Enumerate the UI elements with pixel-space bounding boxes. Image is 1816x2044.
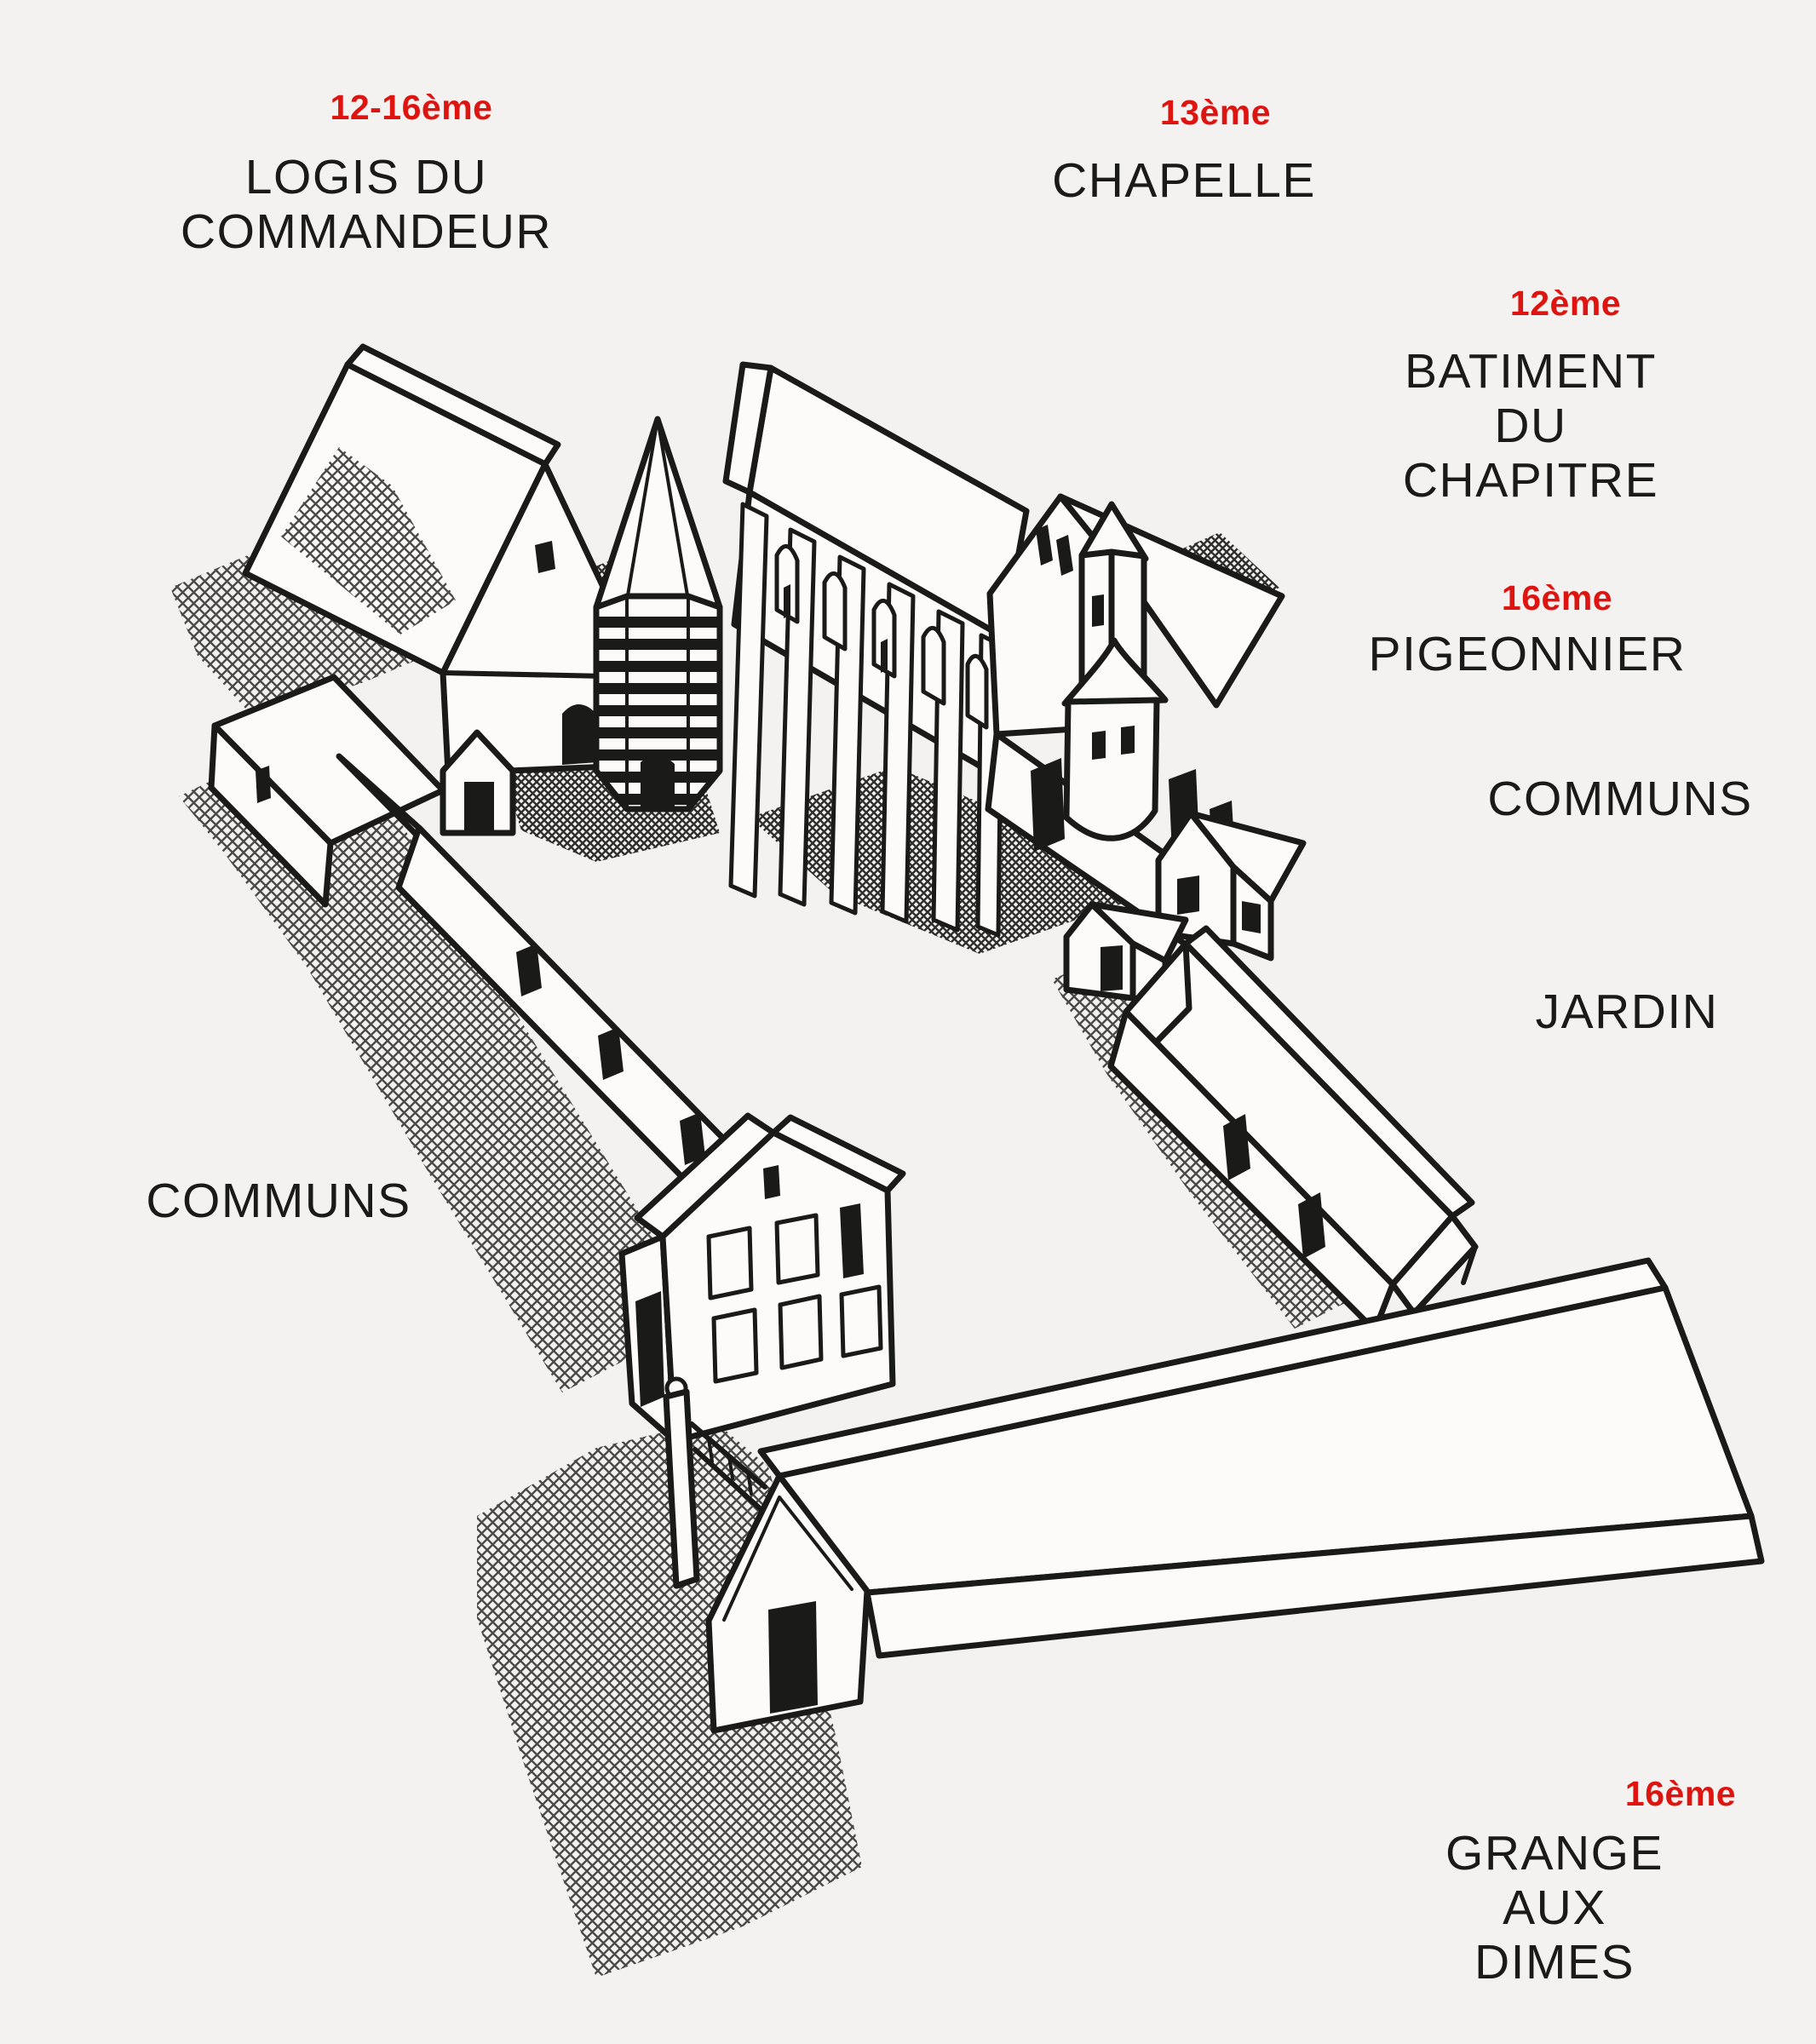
label-communs-est: COMMUNS <box>1487 772 1752 826</box>
label-line: CHAPITRE <box>1402 453 1659 508</box>
label-line: JARDIN <box>1535 985 1719 1039</box>
aile-est-building <box>1107 925 1479 1334</box>
label-line: AUX <box>1503 1880 1606 1935</box>
century-tag-pigeonnier: 16ème <box>1501 578 1613 617</box>
batiment-du-chapitre-building <box>985 493 1285 957</box>
label-line: COMMANDEUR <box>180 204 553 259</box>
grange-aux-dimes-building <box>663 1257 1765 1734</box>
communs-ouest-building <box>208 674 906 1444</box>
porch-building <box>440 729 516 836</box>
century-tag-chapelle: 13ème <box>1159 93 1272 132</box>
communs-ouest-gable-house <box>618 1112 906 1444</box>
label-line: DU <box>1494 399 1567 453</box>
label-line: COMMUNS <box>1487 772 1753 826</box>
label-line: CHAPELLE <box>1052 153 1316 208</box>
century-tag-logis: 12-16ème <box>330 88 493 127</box>
century-tag-grange: 16ème <box>1624 1774 1737 1813</box>
label-pigeonnier: PIGEONNIER <box>1369 627 1687 681</box>
label-line: LOGIS DU <box>244 150 488 204</box>
label-line: PIGEONNIER <box>1368 627 1687 681</box>
communs-est-buildings <box>1063 810 1307 1007</box>
label-batiment-du-chapitre: BATIMENT DU CHAPITRE <box>1403 344 1658 508</box>
pigeonnier-tower <box>593 416 723 812</box>
label-logis-du-commandeur: LOGIS DU COMMANDEUR <box>181 150 552 259</box>
gate-pillar <box>663 1376 767 1589</box>
label-chapelle: CHAPELLE <box>1052 153 1316 208</box>
label-line: GRANGE <box>1445 1826 1664 1880</box>
label-jardin: JARDIN <box>1536 985 1719 1039</box>
label-line: BATIMENT <box>1405 344 1657 399</box>
label-line: DIMES <box>1474 1935 1635 1989</box>
label-line: COMMUNS <box>146 1174 411 1228</box>
label-communs-ouest: COMMUNS <box>146 1174 411 1228</box>
century-tag-chapitre: 12ème <box>1509 284 1622 323</box>
label-grange-aux-dimes: GRANGE AUX DIMES <box>1445 1826 1664 1989</box>
round-turret <box>1061 637 1169 841</box>
